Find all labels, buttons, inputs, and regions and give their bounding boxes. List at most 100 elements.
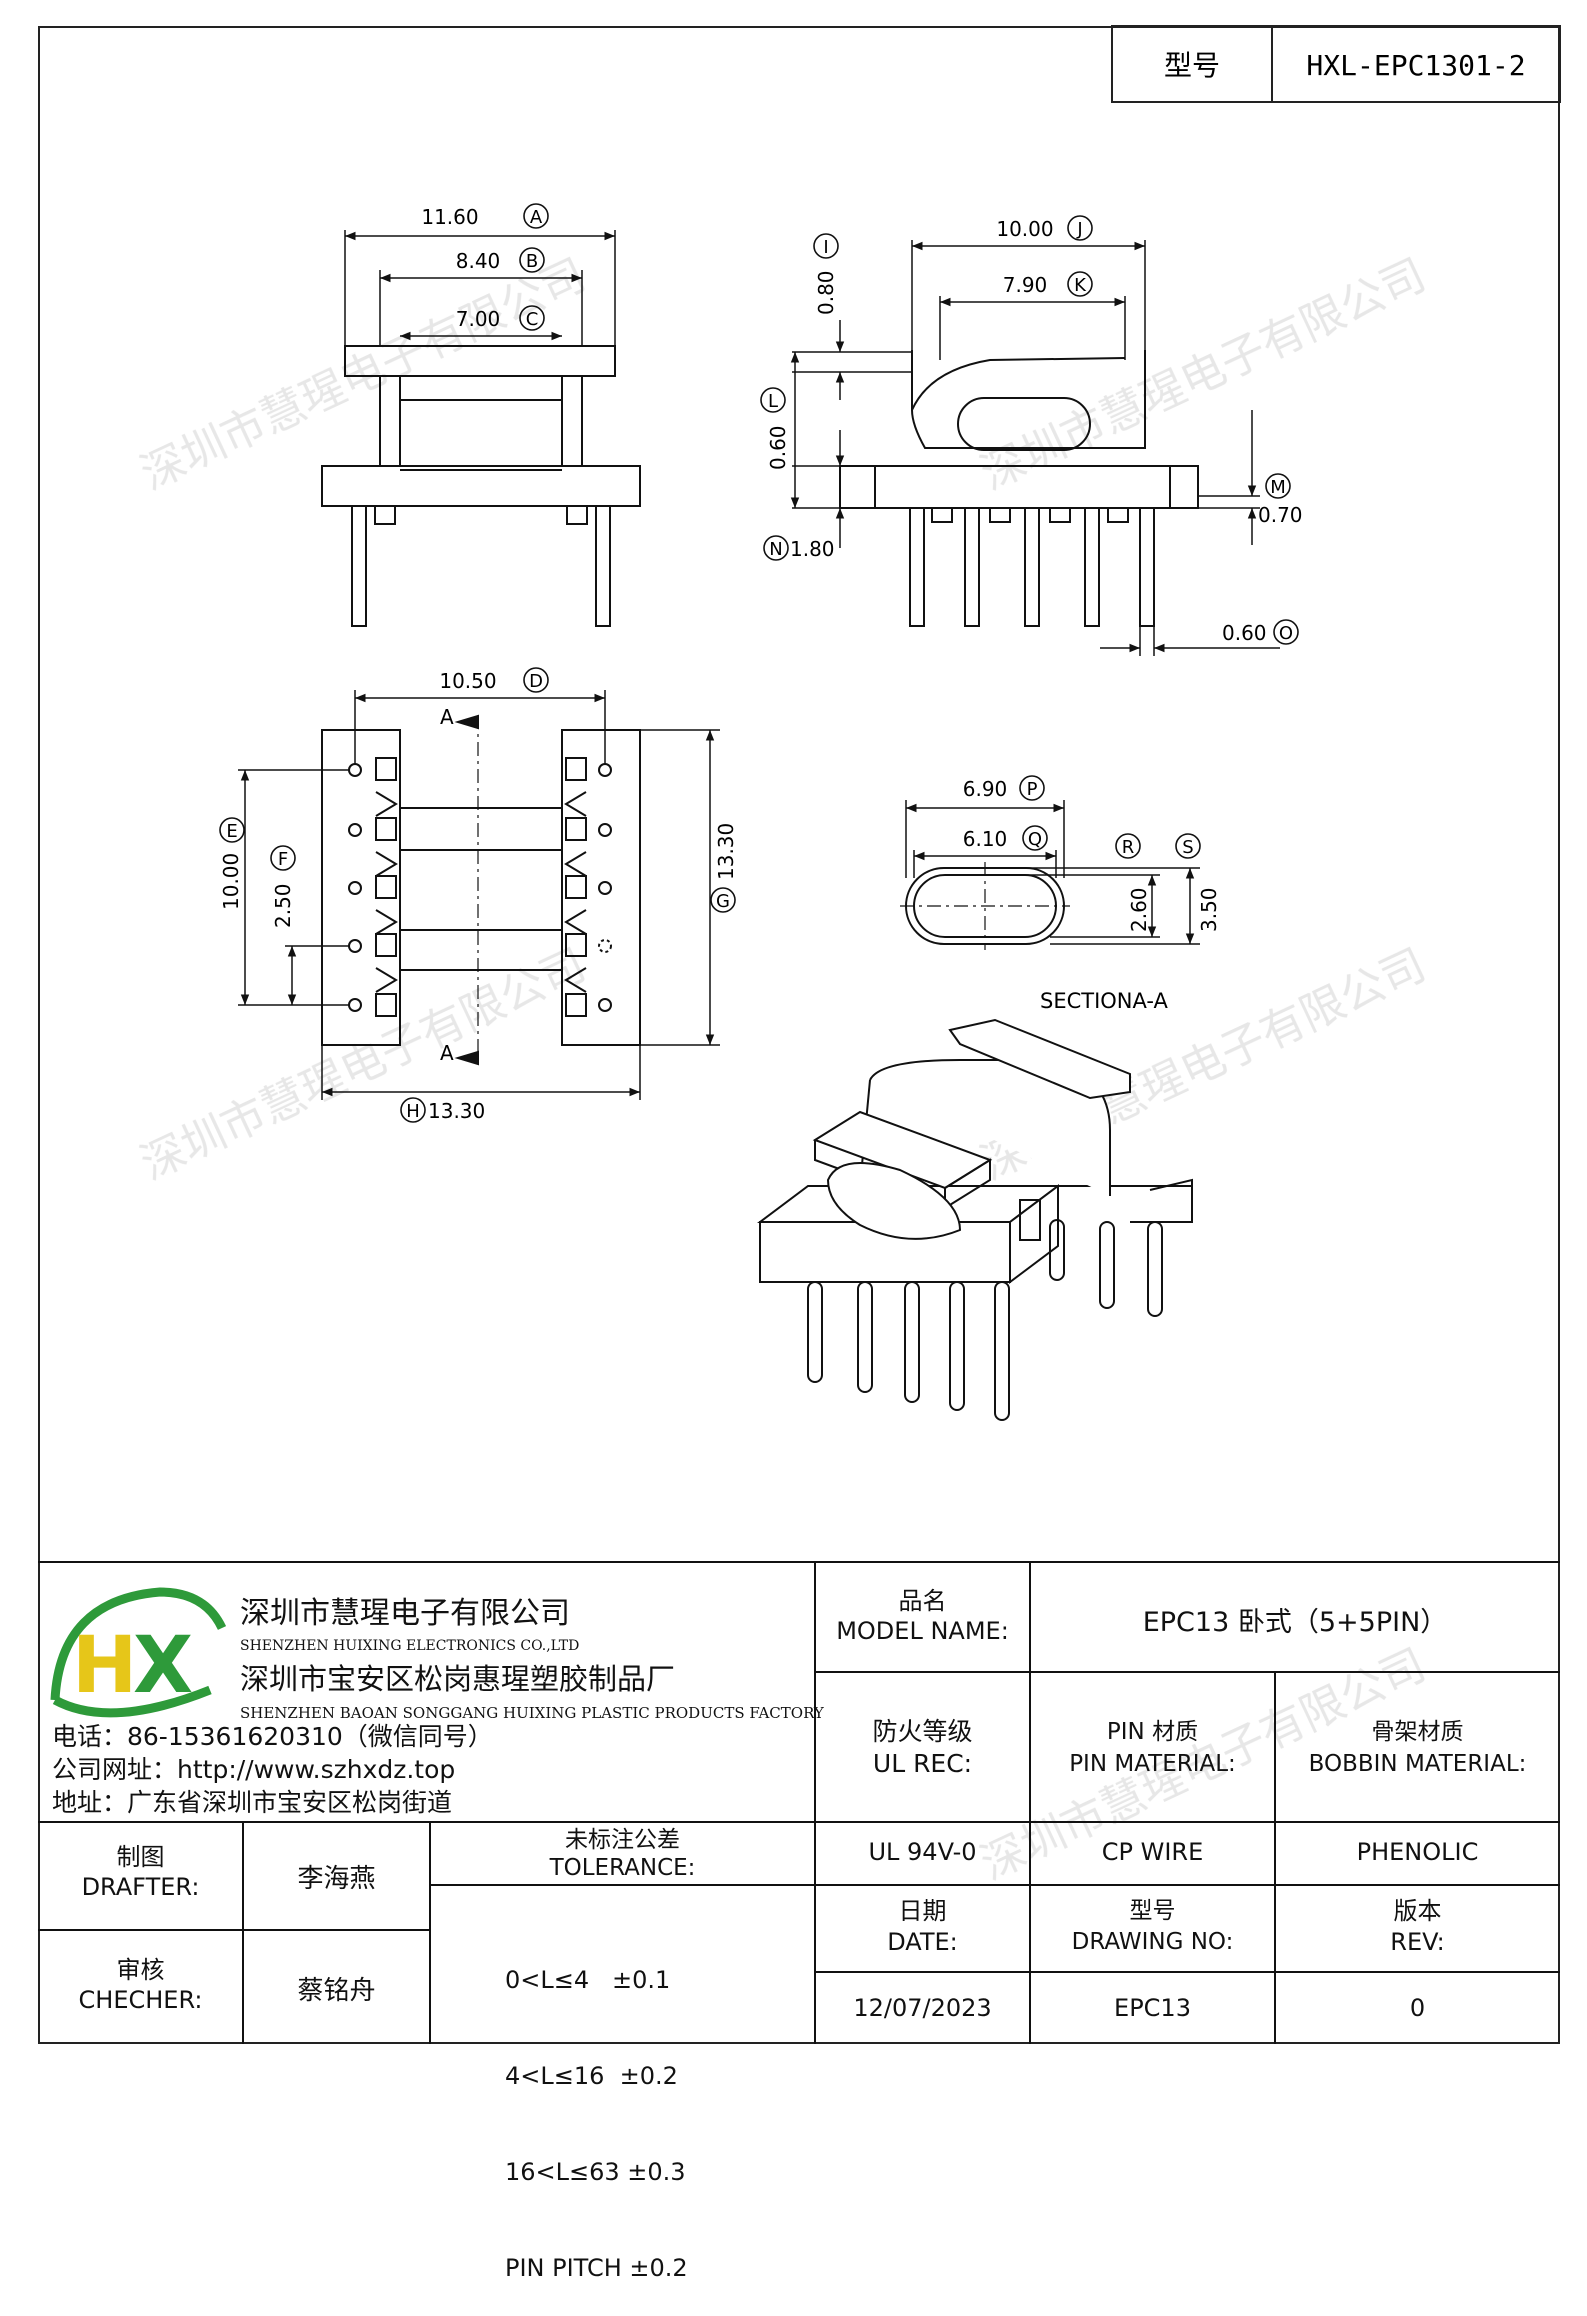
rev-value: 0 (1409, 1994, 1426, 2022)
date-label: 日期 DATE: (815, 1896, 1030, 1958)
checker-name: 蔡铭舟 (297, 1976, 376, 2006)
factory-name-cn: 深圳市宝安区松岗惠瑆塑胶制品厂 (240, 1662, 676, 1696)
dimension-R-S (1000, 867, 1200, 945)
base-plate (839, 465, 1199, 509)
ul-rec-label-cn: 防火等级 (872, 1717, 973, 1746)
tolerance-label-cn: 未标注公差 (565, 1827, 680, 1853)
ul-rec-label: 防火等级 UL REC: (815, 1716, 1030, 1780)
bobbin-material-value: PHENOLIC (1356, 1838, 1479, 1866)
dim-L-value: 0.60 (766, 425, 790, 470)
dim-F-letter: F (278, 849, 288, 870)
dimension-text-group: 11.60 A 8.40 B 7.00 C 10.00 J 7.90 K I 0… (219, 203, 1303, 1123)
drawing-frame (38, 26, 1560, 2044)
drawing-no-label-en: DRAWING NO: (1071, 1929, 1234, 1955)
dim-Q-value: 6.10 (963, 827, 1008, 851)
isometric-view (757, 1018, 1193, 1421)
drafter-label-en: DRAFTER: (81, 1873, 200, 1901)
pin (1084, 507, 1100, 627)
model-name-value: EPC13 卧式（5+5PIN） (1142, 1607, 1448, 1638)
dimension-B (379, 270, 583, 346)
pin-material-value: CP WIRE (1101, 1838, 1204, 1866)
dimension-K (939, 296, 1126, 360)
dimension-O (1100, 626, 1280, 656)
dimension-G (640, 729, 720, 1046)
company-logo: H X (50, 1587, 227, 1718)
dim-I-letter: I (823, 237, 828, 258)
tolerance-line: 0<L≤4 ±0.1 (505, 1966, 671, 1994)
dimension-Q (913, 850, 1057, 878)
dim-K-value: 7.90 (1003, 273, 1048, 297)
dim-F-value: 2.50 (271, 883, 295, 928)
dim-D-letter: D (529, 671, 543, 692)
dim-G-letter: G (716, 891, 730, 912)
tolerance-list: 0<L≤4 ±0.1 4<L≤16 ±0.2 16<L≤63 ±0.3 PIN … (505, 1900, 805, 2316)
dim-D-value: 10.50 (439, 669, 496, 693)
side-view (839, 350, 1199, 627)
dimension-M (1198, 410, 1260, 545)
company-name-en: SHENZHEN HUIXING ELECTRONICS CO.,LTD (240, 1638, 580, 1654)
dim-R-value: 2.60 (1127, 887, 1151, 932)
drafter-name: 李海燕 (297, 1864, 376, 1894)
dim-Q-letter: Q (1028, 829, 1042, 850)
company-name-cn: 深圳市慧瑆电子有限公司 (240, 1596, 570, 1631)
slot-column-left (375, 757, 398, 1017)
date-label-cn: 日期 (898, 1897, 947, 1925)
dimension-D (354, 690, 606, 764)
dim-O-value: 0.60 (1222, 621, 1267, 645)
dim-A-letter: A (530, 207, 543, 228)
right-wall (561, 375, 583, 467)
tolerance-line: PIN PITCH ±0.2 (505, 2254, 688, 2282)
model-name-label: 品名 MODEL NAME: (815, 1586, 1030, 1646)
ul-rec-value: UL 94V-0 (868, 1838, 977, 1866)
top-flange (344, 345, 616, 377)
header-model-box: 型号 HXL-EPC1301-2 (1111, 25, 1561, 103)
dimension-P (905, 800, 1065, 878)
dim-E-letter: E (226, 821, 237, 842)
pin (909, 507, 925, 627)
drafter-label-cn: 制图 (116, 1843, 165, 1871)
dim-H-letter: H (406, 1101, 420, 1122)
pin (351, 505, 367, 627)
slot-column-right (564, 757, 587, 1017)
pin (964, 507, 980, 627)
dim-A-value: 11.60 (421, 205, 478, 229)
section-arrow (454, 714, 479, 730)
dim-E-value: 10.00 (219, 853, 243, 910)
dim-C-value: 7.00 (456, 307, 501, 331)
checker-label: 审核 CHECHER: (38, 1955, 243, 2015)
logo-letter-h: H (72, 1621, 137, 1711)
core-window (957, 397, 1091, 451)
pin-material-label: PIN 材质 PIN MATERIAL: (1030, 1716, 1275, 1780)
dim-O-letter: O (1279, 623, 1293, 644)
dim-P-value: 6.90 (963, 777, 1008, 801)
phone-text: 电话：86-15361620310（微信同号） (52, 1722, 493, 1751)
dim-R-letter: R (1122, 837, 1135, 858)
section-view (900, 862, 1070, 950)
dim-N-letter: N (769, 539, 782, 560)
dim-P-letter: P (1027, 779, 1038, 800)
dim-S-letter: S (1182, 837, 1193, 858)
checker-label-cn: 审核 (116, 1956, 165, 1984)
bottom-view (321, 714, 641, 1066)
dim-S-value: 3.50 (1197, 887, 1221, 932)
watermark-text: 深圳市慧瑆电子有限公司 (133, 249, 593, 500)
title-block-grid (38, 1561, 1560, 2044)
bobbin-material-label-cn: 骨架材质 (1371, 1719, 1464, 1745)
pin (1024, 507, 1040, 627)
dimension-E (238, 769, 349, 1006)
front-view (321, 345, 641, 627)
contact-info: 电话：86-15361620310（微信同号） 公司网址：http://www.… (52, 1720, 812, 1819)
dim-K-letter: K (1074, 275, 1087, 296)
base-flange (321, 465, 641, 507)
dim-I-value: 0.80 (814, 270, 838, 315)
dim-G-value: 13.30 (714, 823, 738, 880)
dimension-I-L-N (790, 320, 912, 548)
dim-H-value: 13.30 (428, 1099, 485, 1123)
dim-N-value: 1.80 (790, 537, 835, 561)
checker-label-en: CHECHER: (78, 1986, 203, 2014)
tolerance-line: 16<L≤63 ±0.3 (505, 2158, 686, 2186)
dim-B-value: 8.40 (456, 249, 501, 273)
pin-material-label-cn: PIN 材质 (1106, 1719, 1199, 1745)
drawing-no-label-cn: 型号 (1129, 1898, 1176, 1924)
model-value: HXL-EPC1301-2 (1306, 49, 1525, 82)
